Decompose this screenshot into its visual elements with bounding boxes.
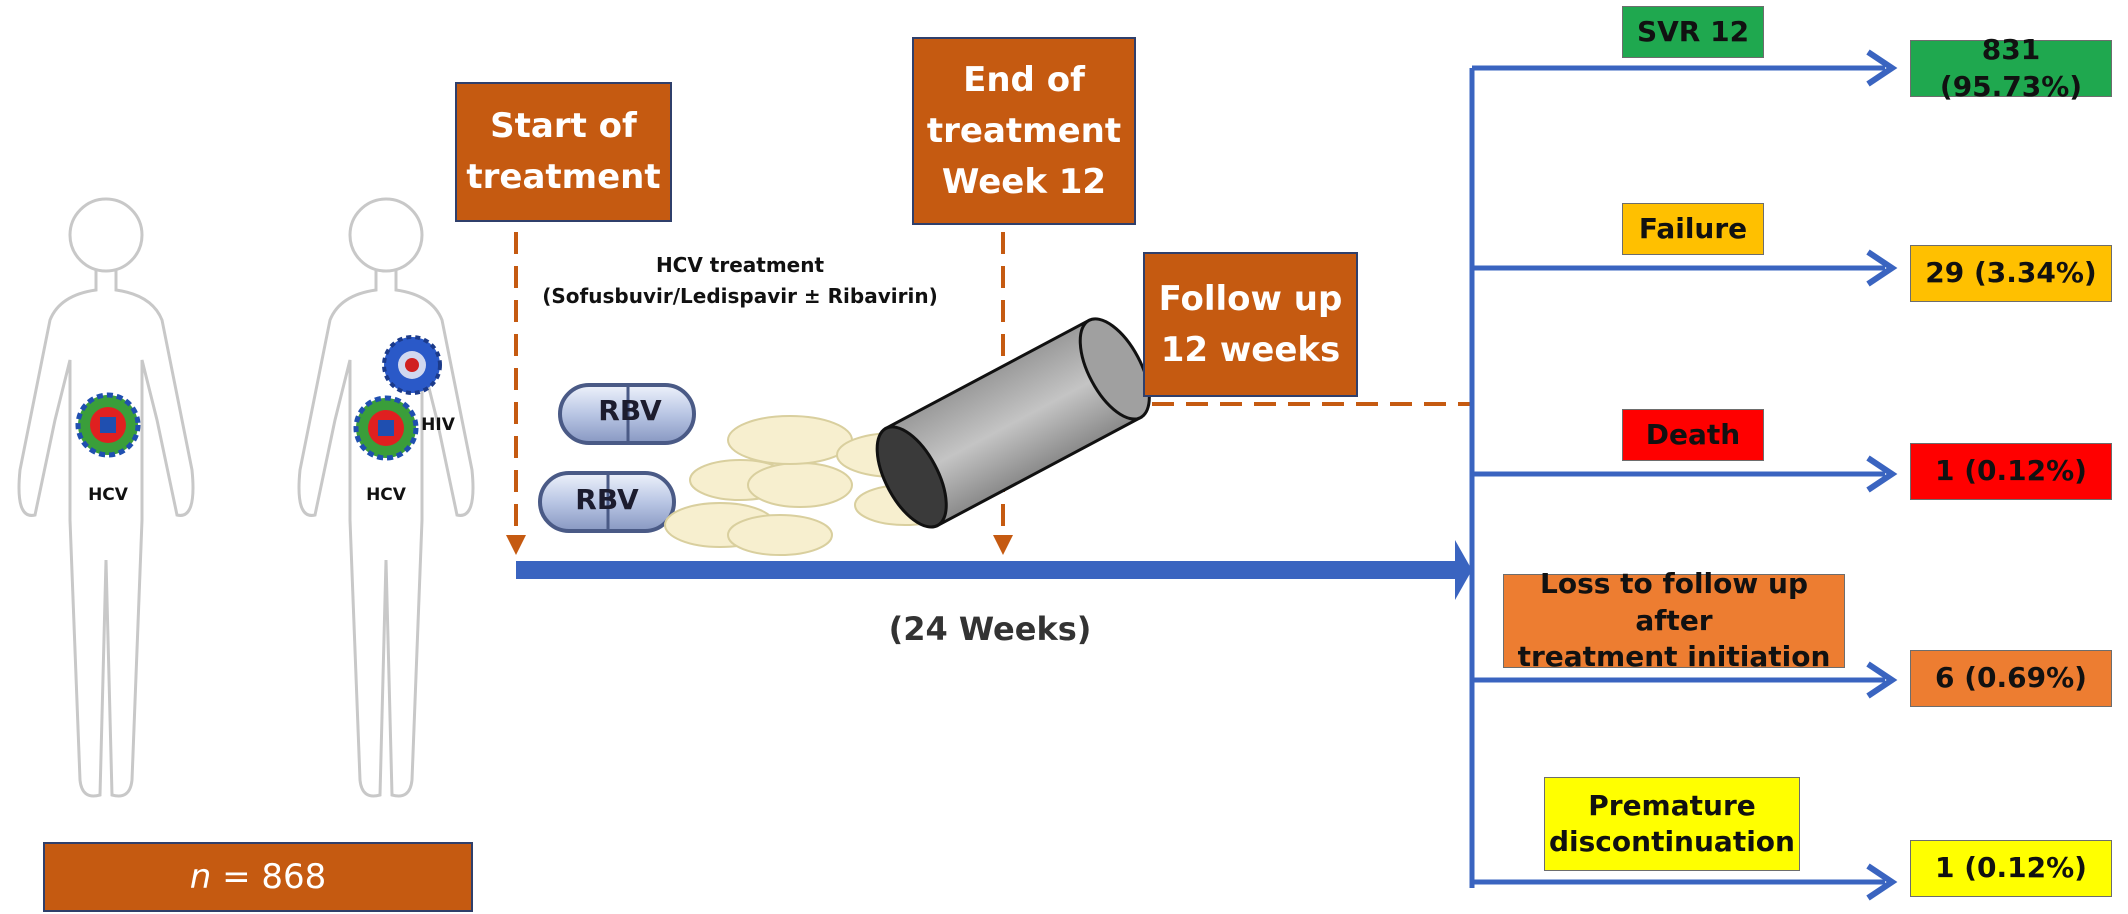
hcv-virus-icon-coinfection xyxy=(353,395,419,461)
outcome-label-svr: SVR 12 xyxy=(1622,6,1764,58)
outcome-label-premature-line2: discontinuation xyxy=(1549,825,1795,858)
outcome-label-loss-line2: treatment initiation xyxy=(1517,640,1831,674)
outcome-value-loss: 6 (0.69%) xyxy=(1910,650,2112,707)
outcome-value-loss-text: 6 (0.69%) xyxy=(1935,661,2087,695)
branch-arrowhead-failure xyxy=(1866,249,1898,287)
outcome-label-death: Death xyxy=(1622,409,1764,461)
treatment-label-line1: HCV treatment xyxy=(655,253,825,277)
branch-arrowhead-loss xyxy=(1866,661,1898,699)
outcome-value-premature-text: 1 (0.12%) xyxy=(1935,851,2087,885)
figure-right-label: HCV xyxy=(366,485,406,505)
outcome-value-premature: 1 (0.12%) xyxy=(1910,840,2112,897)
follow-up-box: Follow up 12 weeks xyxy=(1143,252,1358,397)
start-dashed-arrow xyxy=(506,232,526,555)
outcome-label-loss-line1: Loss to follow up after xyxy=(1540,567,1808,637)
followup-label-line2: 12 weeks xyxy=(1160,329,1341,370)
rbv-label-2: RBV xyxy=(575,483,639,516)
hiv-virus-icon xyxy=(382,335,442,395)
timeline-arrow xyxy=(516,540,1472,600)
human-figure-hcv-hiv xyxy=(297,197,475,798)
end-label-line2: treatment xyxy=(926,110,1122,151)
n-value: = 868 xyxy=(222,856,327,897)
outcome-value-svr: 831 (95.73%) xyxy=(1910,33,2112,103)
outcome-label-svr-text: SVR 12 xyxy=(1636,14,1750,48)
rbv-capsule-icon-1 xyxy=(558,383,696,445)
figure-left-label: HCV xyxy=(88,485,128,505)
outcome-value-svr-text: 831 (95.73%) xyxy=(1939,33,2083,103)
start-label-line1: Start of xyxy=(490,106,637,146)
human-figure-hcv xyxy=(17,197,195,798)
population-count-box: n = 868 xyxy=(43,842,473,912)
outcome-label-failure: Failure xyxy=(1622,203,1764,255)
branch-arrowhead-premature xyxy=(1866,863,1898,901)
end-label-line1: End of xyxy=(963,59,1085,100)
start-label-line2: treatment xyxy=(466,157,661,197)
start-of-treatment-box: Start of treatment xyxy=(455,82,672,222)
followup-label-line1: Follow up xyxy=(1158,278,1343,319)
tablets-icon xyxy=(664,415,956,556)
outcome-label-failure-text: Failure xyxy=(1638,211,1748,245)
hcv-virus-icon xyxy=(75,392,141,458)
pill-bottle-icon xyxy=(875,317,1151,529)
outcome-value-death-text: 1 (0.12%) xyxy=(1935,454,2087,488)
duration-label: (24 Weeks) xyxy=(888,610,1092,648)
end-label-line3: Week 12 xyxy=(941,161,1107,202)
treatment-label-line2: (Sofusbuvir/Ledispavir ± Ribavirin) xyxy=(542,284,938,308)
outcome-label-premature: Premature discontinuation xyxy=(1544,777,1800,871)
outcome-branch-arrows xyxy=(1472,49,1898,901)
rbv-capsule-icon-2 xyxy=(538,471,676,533)
outcome-value-death: 1 (0.12%) xyxy=(1910,443,2112,500)
figure-right-hiv-label: HIV xyxy=(421,415,455,435)
treatment-label: HCV treatment (Sofusbuvir/Ledispavir ± R… xyxy=(540,250,940,312)
end-of-treatment-box: End of treatment Week 12 xyxy=(912,37,1136,225)
outcome-value-failure: 29 (3.34%) xyxy=(1910,245,2112,302)
outcome-label-death-text: Death xyxy=(1645,417,1741,451)
outcome-value-failure-text: 29 (3.34%) xyxy=(1925,256,2097,290)
n-symbol: n xyxy=(189,856,212,897)
branch-arrowhead-svr xyxy=(1866,49,1898,87)
outcome-label-loss: Loss to follow up after treatment initia… xyxy=(1503,567,1845,673)
branch-arrowhead-death xyxy=(1866,455,1898,493)
rbv-label-1: RBV xyxy=(598,394,662,427)
outcome-label-premature-line1: Premature xyxy=(1588,788,1756,822)
